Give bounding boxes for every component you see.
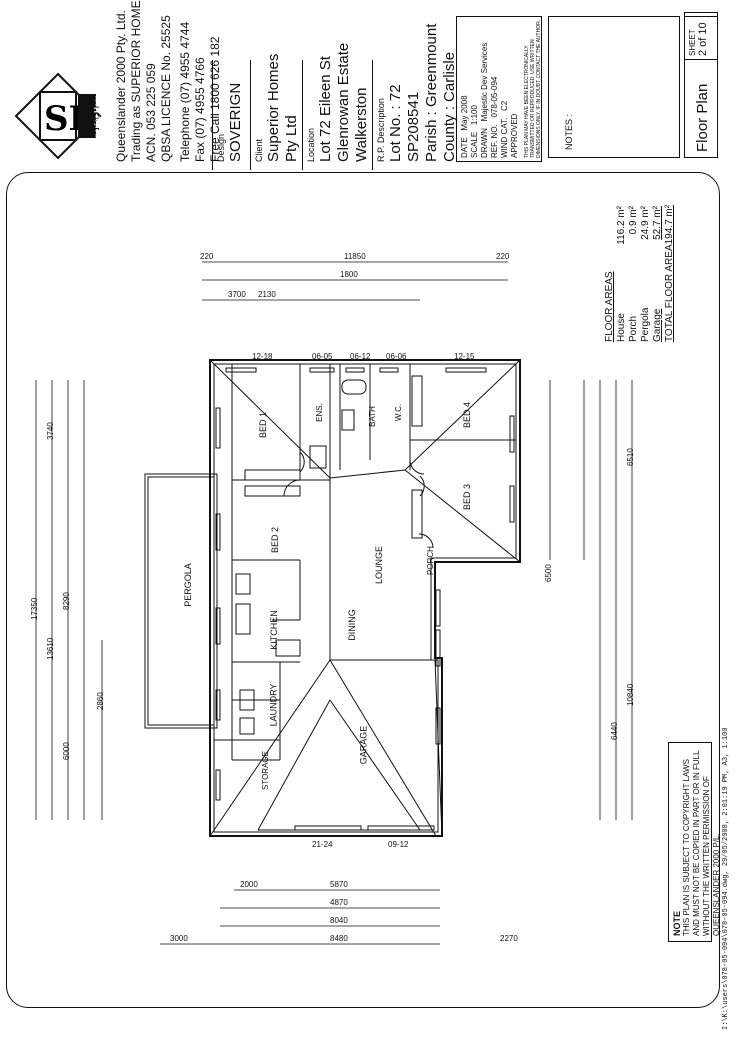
dim-text: 1800: [340, 270, 358, 279]
file-path: I:\K:\users\078-05-094\078-05-094.dwg, 2…: [722, 727, 730, 1030]
room-bed2: BED 2: [270, 526, 281, 554]
dim-text: 2860: [96, 692, 105, 710]
room-pergola: PERGOLA: [182, 563, 193, 607]
room-porch: PORCH: [425, 546, 435, 575]
room-bed1: BED 1: [258, 411, 269, 439]
copyright-note: NOTE THIS PLAN IS SUBJECT TO COPYRIGHT L…: [672, 746, 722, 936]
window-code: 09-12: [388, 840, 409, 849]
dim-text: 220: [496, 252, 510, 261]
dim-text: 13610: [46, 637, 55, 660]
dim-text: 8480: [330, 934, 348, 943]
room-lounge: LOUNGE: [374, 545, 385, 585]
window-code: 06-12: [350, 352, 371, 361]
room-bed4: BED 4: [462, 401, 473, 429]
room-wc: W.C.: [394, 403, 404, 422]
dim-text: 2270: [500, 934, 518, 943]
dim-text: 6000: [62, 742, 71, 760]
sheet-number-box: [684, 12, 718, 60]
window-code: 06-06: [386, 352, 407, 361]
notes-box: [548, 16, 680, 158]
room-dining: DINING: [346, 609, 357, 641]
dim-text: 6500: [544, 564, 553, 582]
dim-text: 3740: [46, 422, 55, 440]
window-code: 06-05: [312, 352, 333, 361]
dim-text: 2130: [258, 290, 276, 299]
dim-text: 4870: [330, 898, 348, 907]
dim-text: 11850: [344, 252, 366, 261]
room-bed3: BED 3: [462, 483, 473, 511]
dim-text: 2000: [240, 880, 258, 889]
dim-text: 17350: [30, 597, 39, 620]
sheet-title-box: [684, 16, 718, 158]
dim-text: 3000: [170, 934, 188, 943]
drawing-frame: [6, 172, 720, 1008]
dim-text: 8040: [330, 916, 348, 925]
copyright-note-text: THIS PLAN IS SUBJECT TO COPYRIGHT LAWS A…: [682, 750, 721, 936]
room-ensuite: ENS.: [314, 403, 324, 422]
dim-text: 5870: [330, 880, 348, 889]
window-code: 21-24: [312, 840, 333, 849]
window-code: 12-18: [252, 352, 273, 361]
dim-text: 6510: [626, 448, 635, 466]
dim-text: 10840: [626, 683, 635, 706]
info-table: [456, 16, 542, 162]
room-kitchen: KITCHEN: [268, 610, 279, 650]
copyright-note-box: [668, 742, 712, 942]
dim-text: 6440: [610, 722, 619, 740]
room-garage: GARAGE: [358, 725, 369, 765]
room-laundry: LAUNDRY: [268, 683, 279, 727]
dim-text: 3700: [228, 290, 246, 299]
copyright-note-label: NOTE: [672, 910, 682, 936]
company-logo: SH: [14, 72, 102, 160]
dim-text: 220: [200, 252, 214, 261]
room-bath: BATH: [367, 406, 377, 427]
window-code: 12-15: [454, 352, 475, 361]
dim-text: 8290: [62, 592, 71, 610]
room-storage: STORAGE: [260, 751, 270, 790]
